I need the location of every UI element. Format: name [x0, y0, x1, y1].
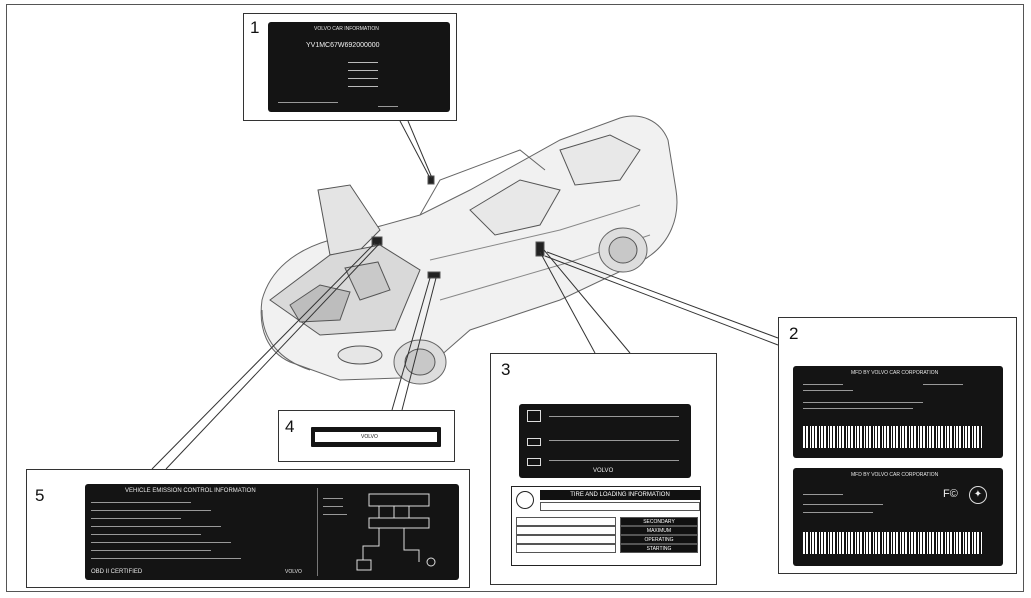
fuel-refill-label: VOLVO — [519, 404, 691, 478]
callout-box-5: 5 VEHICLE EMISSION CONTROL INFORMATION O… — [26, 469, 470, 588]
tire-row-label: SECONDARY — [620, 517, 698, 526]
tire-loading-label: TIRE AND LOADING INFORMATION SECONDARY M… — [511, 486, 701, 566]
label-title: TIRE AND LOADING INFORMATION — [540, 490, 700, 500]
label-text: VOLVO — [361, 434, 378, 440]
callout-box-3: 3 VOLVO TIRE AND LOADING INFORMATION SEC… — [490, 353, 717, 585]
fuel-icon — [527, 438, 541, 446]
battery-icon — [527, 410, 541, 422]
callout-number: 3 — [501, 360, 510, 380]
fcc-logo-icon: F© — [943, 488, 958, 500]
tire-row-label: MAXIMUM — [620, 526, 698, 535]
oil-icon — [527, 458, 541, 466]
callout-box-4: 4 VOLVO — [278, 410, 455, 462]
label-title: MFD BY VOLVO CAR CORPORATION — [851, 370, 938, 376]
tire-row-label: STARTING — [620, 544, 698, 553]
emission-control-label: VEHICLE EMISSION CONTROL INFORMATION OBD… — [85, 484, 459, 580]
barcode — [803, 426, 983, 448]
callout-box-2: 2 MFD BY VOLVO CAR CORPORATION MFD BY VO… — [778, 317, 1017, 574]
tire-row-label: OPERATING — [620, 535, 698, 544]
vehicle-information-label: VOLVO CAR INFORMATION YV1MC67W692000000 — [268, 22, 450, 112]
tire-icon — [516, 491, 534, 509]
callout-number: 2 — [789, 324, 798, 344]
callout-number: 1 — [250, 18, 259, 38]
certification-label-top: MFD BY VOLVO CAR CORPORATION — [793, 366, 1003, 458]
callout-box-1: 1 VOLVO CAR INFORMATION YV1MC67W69200000… — [243, 13, 457, 121]
maple-leaf-icon: ✦ — [969, 486, 987, 504]
vacuum-hose-diagram — [349, 490, 453, 576]
brand-text: VOLVO — [285, 569, 302, 575]
chassis-label: VOLVO — [311, 427, 441, 447]
obd-certified-text: OBD II CERTIFIED — [91, 569, 142, 575]
certification-label-bottom: MFD BY VOLVO CAR CORPORATION F© ✦ — [793, 468, 1003, 566]
label-title: VOLVO CAR INFORMATION — [314, 26, 379, 32]
brand-text: VOLVO — [593, 468, 613, 474]
label-title: MFD BY VOLVO CAR CORPORATION — [851, 472, 938, 478]
callout-number: 4 — [285, 417, 294, 437]
label-title: VEHICLE EMISSION CONTROL INFORMATION — [125, 488, 256, 494]
barcode — [803, 532, 983, 554]
callout-number: 5 — [35, 486, 44, 506]
vin-text: YV1MC67W692000000 — [306, 42, 380, 49]
